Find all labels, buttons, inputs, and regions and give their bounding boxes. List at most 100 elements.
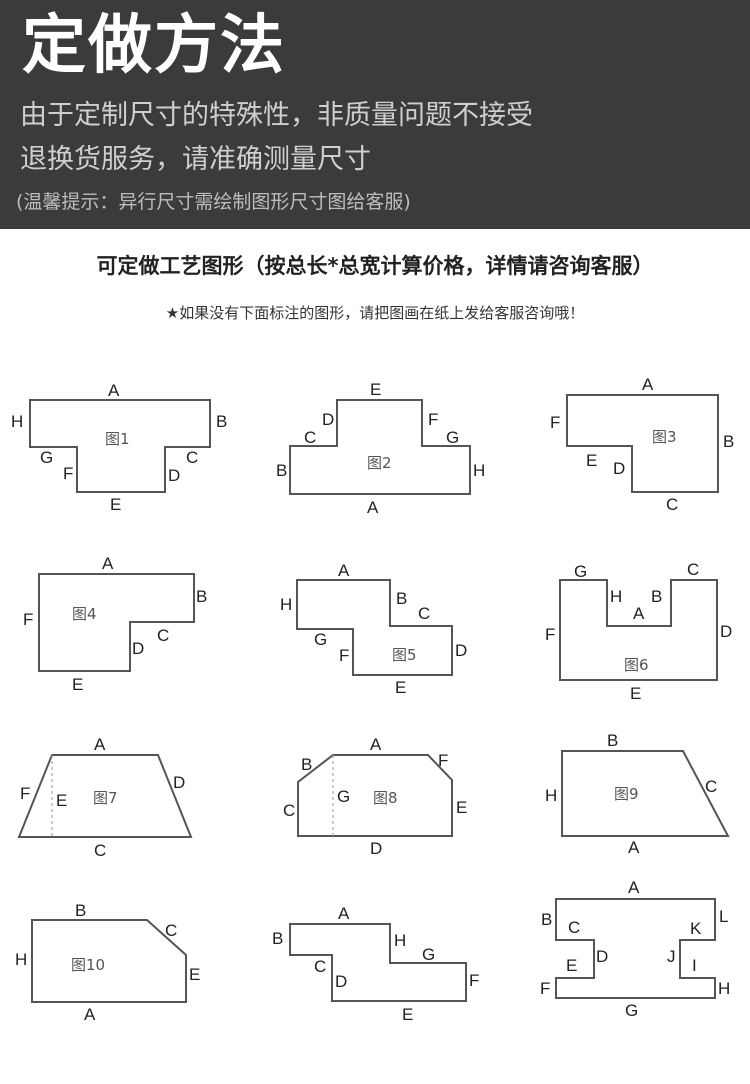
label: C [186,448,198,467]
label: A [642,375,654,394]
label: G [314,630,327,649]
note-text: 如果没有下面标注的图形，请把图画在纸上发给客服咨询哦！ [179,304,585,322]
label: H [718,979,730,998]
label: D [613,459,625,478]
label: B [272,929,283,948]
label: F [23,610,33,629]
header-line-1: 由于定制尺寸的特殊性，非质量问题不接受 [20,100,533,131]
label: I [692,956,697,975]
header-line-2: 退换货服务，请准确测量尺寸 [20,144,371,175]
label: E [586,451,597,470]
label: H [11,412,23,431]
label: E [456,798,467,817]
label: F [540,979,550,998]
label: E [566,956,577,975]
label: C [418,604,430,623]
label: C [687,560,699,579]
section-title: 可定做工艺图形（按总长*总宽计算价格，详情请咨询客服） [96,254,654,278]
label: C [705,777,717,796]
label: D [370,839,382,858]
page-title: 定做方法 [22,9,286,83]
label: B [276,461,287,480]
shape-12: A B C D E F G L K J I H [540,878,730,1020]
label: E [630,684,641,703]
label: B [196,587,207,606]
label: G [446,428,459,447]
label: G [574,562,587,581]
label: A [628,838,640,857]
label: D [720,622,732,641]
shape-name: 图10 [71,956,105,974]
shape-8: 图8 B A F C G E D [283,735,467,858]
label: C [314,957,326,976]
shape-2: 图2 E D C B A F G H [276,380,485,517]
label: E [402,1005,413,1024]
label: G [40,448,53,467]
shape-1: 图1 A B C D E F G H [11,381,227,514]
label: F [545,625,555,644]
label: H [473,461,485,480]
label: D [168,466,180,485]
label: F [339,646,349,665]
shape-7: 图7 A D C F E [17,735,193,860]
shape-5: 图5 A B C D E F G H [280,561,467,697]
label: C [568,918,580,937]
label: D [322,410,334,429]
label: E [189,965,200,984]
label: C [165,921,177,940]
label: F [63,464,73,483]
label: B [301,755,312,774]
shape-4: 图4 A B C D E F [23,554,207,694]
label: J [667,947,676,966]
shape-name: 图7 [93,789,118,807]
shape-name: 图3 [652,428,677,446]
label: H [610,587,622,606]
label: B [216,412,227,431]
label: F [469,971,479,990]
header-tip: (温馨提示：异行尺寸需绘制图形尺寸图给客服) [16,191,411,213]
label: E [110,495,121,514]
star-icon: ★ [165,304,180,322]
label: H [545,786,557,805]
label: A [367,498,379,517]
label: C [666,495,678,514]
label: A [108,381,120,400]
shape-11: A B H G C D F E [272,904,479,1024]
label: H [15,950,27,969]
shape-6: 图6 G H A B C D E F [545,560,732,703]
label: D [455,641,467,660]
label: B [607,731,618,750]
label: G [422,945,435,964]
label: A [338,561,350,580]
shape-name: 图5 [392,646,417,664]
label: A [94,735,106,754]
label: A [628,878,640,897]
label: B [651,587,662,606]
label: G [337,787,350,806]
label: B [723,432,734,451]
label: A [84,1005,96,1024]
label: A [633,604,645,623]
shape-name: 图9 [614,785,639,803]
label: C [94,841,106,860]
label: C [157,626,169,645]
label: A [102,554,114,573]
label: A [370,735,382,754]
label: E [395,678,406,697]
label: E [370,380,381,399]
section-note: ★如果没有下面标注的图形，请把图画在纸上发给客服咨询哦！ [0,306,750,321]
shape-10: 图10 B C H E A [15,901,200,1024]
label: E [56,791,67,810]
header-banner: 定做方法 由于定制尺寸的特殊性，非质量问题不接受 退换货服务，请准确测量尺寸 (… [0,0,750,229]
shape-name: 图4 [72,605,97,623]
label: F [438,751,448,770]
label: L [719,907,728,926]
label: D [335,972,347,991]
label: K [690,919,702,938]
label: F [550,413,560,432]
label: D [596,947,608,966]
label: G [625,1001,638,1020]
shape-name: 图1 [105,430,130,448]
label: F [20,784,30,803]
